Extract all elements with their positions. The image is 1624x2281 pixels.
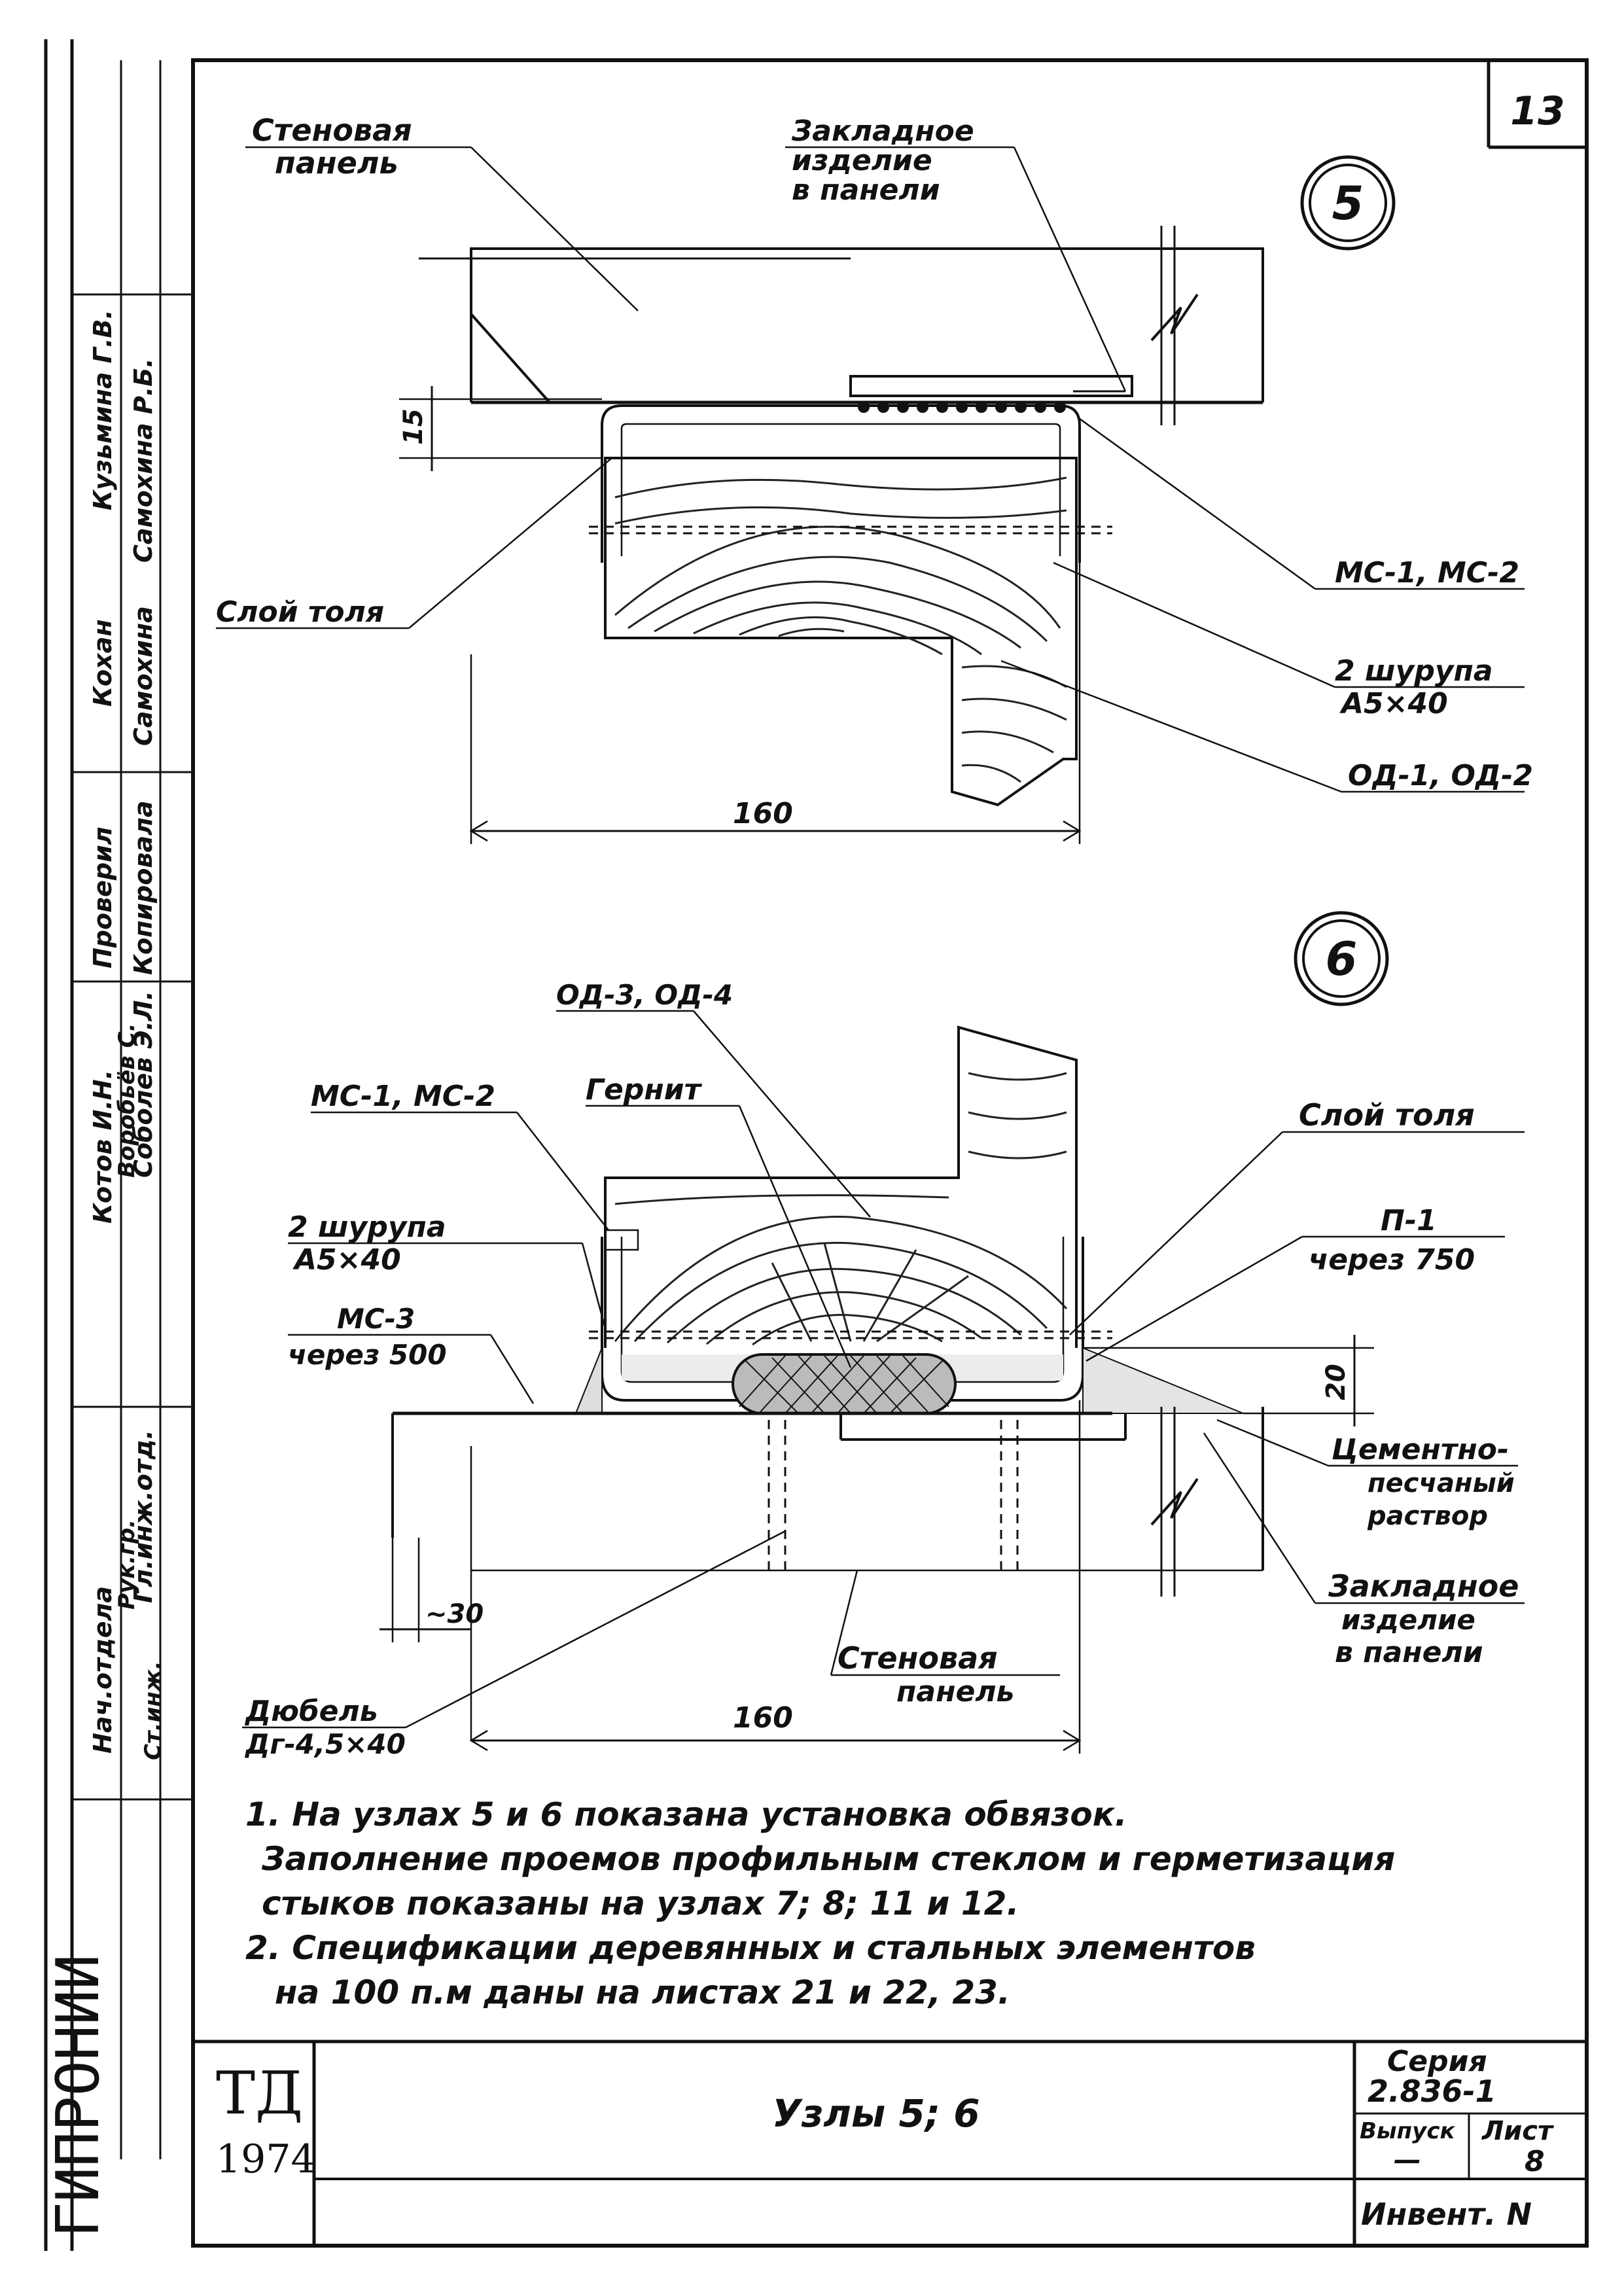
node6-cement-1: Цементно- xyxy=(1332,1433,1509,1466)
node5-dim-160: 160 xyxy=(733,797,793,830)
node6-embedded-3: в панели xyxy=(1335,1636,1483,1669)
node6-number: 6 xyxy=(1326,932,1358,986)
node5-mc: МС-1, МС-2 xyxy=(1335,556,1519,590)
stamp-extra-1: Котов И.Н. xyxy=(88,1070,117,1224)
node6-tar-layer: Слой толя xyxy=(1299,1097,1475,1133)
sheet-frame xyxy=(191,58,1589,2248)
stamp-name-1: Кузьмина Г.В. xyxy=(88,309,117,510)
sheet-label: Лист xyxy=(1481,2116,1555,2146)
note-line-5: на 100 п.м даны на листах 21 и 22, 23. xyxy=(275,1973,1010,2011)
node5-embedded-2: изделие xyxy=(792,144,932,177)
stamp-role-2: Гл.инж.отд. xyxy=(129,1430,158,1603)
node6-wall-panel-2: панель xyxy=(896,1675,1014,1708)
node6-dowel-2: Дг-4,5×40 xyxy=(244,1728,406,1760)
node5-drawing: 5 xyxy=(216,146,1525,844)
node6-p1-1: П-1 xyxy=(1381,1204,1437,1237)
left-stamp: Кузьмина Г.В. Самохина Р.Б. Кохан Самохи… xyxy=(44,39,193,2251)
node6-mc3-1: МС-3 xyxy=(337,1303,415,1335)
node5-screws-1: 2 шурупа xyxy=(1335,654,1493,688)
node5-embedded-1: Закладное xyxy=(791,115,974,148)
stamp-role-1: Нач.отдела xyxy=(88,1586,117,1754)
node6-cement-2: песчаный xyxy=(1368,1468,1515,1498)
series-label: Серия xyxy=(1387,2045,1487,2078)
node5-wall-panel-1: Стеновая xyxy=(252,113,412,148)
stamp-name-4: Самохина xyxy=(129,606,158,746)
node5-marker xyxy=(1300,155,1396,251)
node6-drawing: 6 xyxy=(242,911,1525,1754)
title-year: 1974 xyxy=(216,2136,316,2182)
stamp-role-3: Рук.гр. xyxy=(114,1519,140,1610)
node5-screws-2: А5×40 xyxy=(1339,687,1448,720)
inventory-label: Инвент. N xyxy=(1361,2197,1532,2232)
node5-number: 5 xyxy=(1332,177,1364,230)
node6-mc: МС-1, МС-2 xyxy=(311,1080,495,1113)
node6-cement-3: раствор xyxy=(1367,1501,1488,1531)
stamp-extra-3: Соболев Э.Л. xyxy=(129,991,158,1178)
node6-dim-30: ~30 xyxy=(425,1599,484,1629)
stamp-role-4: Ст.инж. xyxy=(140,1661,166,1760)
stamp-name-3: Кохан xyxy=(88,619,117,707)
note-line-4: 2. Спецификации деревянных и стальных эл… xyxy=(245,1929,1256,1967)
series-value: 2.836-1 xyxy=(1368,2074,1496,2109)
node6-screws-2: А5×40 xyxy=(292,1243,401,1277)
note-line-1: 1. На узлах 5 и 6 показана установка обв… xyxy=(245,1795,1127,1833)
node5-od: ОД-1, ОД-2 xyxy=(1348,759,1533,792)
side-stamp: ГИПРОНИИ xyxy=(44,1954,113,2238)
sheet-value: 8 xyxy=(1525,2145,1545,2178)
node5-dim-15: 15 xyxy=(398,408,429,445)
title-block xyxy=(193,2040,1587,2246)
note-line-3: стыков показаны на узлах 7; 8; 11 и 12. xyxy=(262,1884,1019,1922)
title-org-mark: ТД xyxy=(216,2059,303,2128)
stamp-checked: Проверил xyxy=(88,826,117,968)
stamp-copied: Копировала xyxy=(129,800,158,975)
node6-dowel-1: Дюбель xyxy=(244,1695,378,1728)
node6-dim-160: 160 xyxy=(733,1701,793,1735)
node6-p1-2: через 750 xyxy=(1309,1243,1475,1277)
node6-embedded-2: изделие xyxy=(1341,1604,1475,1636)
node6-dim-20: 20 xyxy=(1321,1364,1351,1400)
node6-wall-panel-1: Стеновая xyxy=(838,1640,998,1676)
node5-tar-layer: Слой толя xyxy=(216,595,384,629)
issue-label: Выпуск xyxy=(1360,2118,1455,2144)
note-line-2: Заполнение проемов профильным стеклом и … xyxy=(261,1840,1395,1878)
sheet-number: 13 xyxy=(1510,88,1565,134)
stamp-name-2: Самохина Р.Б. xyxy=(129,358,158,563)
node6-marker xyxy=(1294,911,1389,1006)
node6-embedded-1: Закладное xyxy=(1328,1568,1519,1604)
node6-od: ОД-3, ОД-4 xyxy=(556,979,733,1011)
node6-mc3-2: через 500 xyxy=(288,1339,447,1371)
node5-embedded-3: в панели xyxy=(792,173,940,207)
title-text: Узлы 5; 6 xyxy=(772,2091,980,2136)
issue-value: — xyxy=(1394,2144,1421,2176)
stamp-extra-2: Воробьёв С. xyxy=(114,1023,140,1178)
node6-screws-1: 2 шурупа xyxy=(288,1211,446,1244)
node5-wall-panel-2: панель xyxy=(275,145,398,181)
node6-gernit: Гернит xyxy=(586,1073,703,1106)
